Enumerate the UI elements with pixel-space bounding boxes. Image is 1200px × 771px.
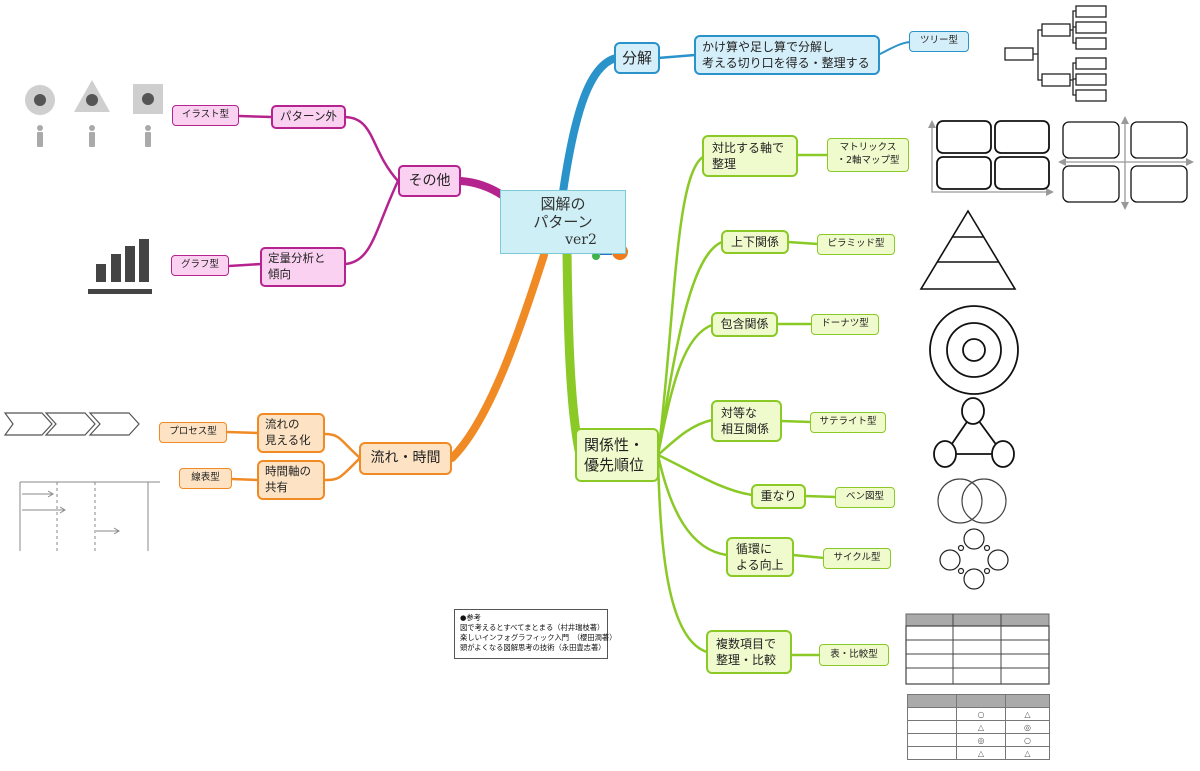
branch-sonota — [457, 177, 506, 199]
venn-illustration — [937, 478, 1007, 524]
table-row: ○△ — [907, 707, 1050, 721]
node-bunkai-child[interactable]: かけ算や足し算で分解し 考える切り口を得る・整理する — [694, 35, 880, 75]
branch-nagare — [448, 251, 548, 462]
tree-diagram-illustration — [1004, 5, 1107, 102]
node-tree-type[interactable]: ツリー型 — [909, 31, 969, 52]
node-sonota-item-0[interactable]: パターン外 — [271, 105, 346, 129]
center-version: ver2 — [565, 232, 597, 248]
process-arrows-illustration — [3, 412, 140, 436]
node-nagare-item-1[interactable]: 時間軸の 共有 — [257, 460, 325, 500]
node-kankei-item-6[interactable]: 複数項目で 整理・比較 — [706, 630, 792, 674]
reference-line-3: 頭がよくなる図解思考の技術（永田豊志著） — [460, 643, 606, 653]
timeline-chart-illustration — [19, 481, 160, 551]
node-sonota[interactable]: その他 — [398, 165, 461, 197]
matrix-illustration-2 — [1058, 116, 1194, 210]
node-kankei-item-4[interactable]: 重なり — [751, 484, 806, 509]
center-title-line2: パターン — [533, 213, 593, 232]
center-title-line1: 図解の — [540, 194, 586, 213]
node-cycle-type[interactable]: サイクル型 — [823, 548, 891, 569]
node-satellite-type[interactable]: サテライト型 — [810, 412, 886, 433]
table-row: ◎○ — [907, 733, 1050, 747]
reference-line-2: 楽しいインフォグラフィック入門 （櫻田潤著） — [460, 633, 617, 643]
reference-heading: ●参考 — [460, 613, 481, 622]
node-illust-type[interactable]: イラスト型 — [172, 105, 239, 126]
comparison-table-illustration: ○△ △◎ ◎○ △△ — [907, 694, 1050, 760]
branch-bunkai — [559, 54, 620, 196]
node-matrix-type[interactable]: マトリックス ・2軸マップ型 — [827, 138, 909, 172]
node-kankei-item-5[interactable]: 循環に よる向上 — [726, 537, 794, 577]
node-donut-type[interactable]: ドーナツ型 — [811, 314, 879, 335]
bar-chart-icon — [88, 239, 152, 294]
reference-line-1: 図で考えるとすべてまとまる（村井瑞枝著） — [460, 623, 605, 633]
satellite-illustration — [933, 397, 1015, 468]
node-kankei-item-1[interactable]: 上下関係 — [721, 230, 789, 254]
table-illustration-1 — [905, 613, 1050, 685]
center-node[interactable]: 図解の パターン ver2 — [500, 190, 626, 254]
node-kankei-item-2[interactable]: 包含関係 — [711, 312, 778, 337]
node-sonota-item-1[interactable]: 定量分析と 傾向 — [260, 247, 346, 287]
node-bunkai[interactable]: 分解 — [614, 42, 660, 74]
cycle-illustration — [939, 528, 1009, 590]
node-table-type[interactable]: 表・比較型 — [819, 644, 889, 666]
matrix-illustration-1 — [928, 120, 1054, 196]
node-nagare[interactable]: 流れ・時間 — [359, 442, 452, 475]
node-graph-type[interactable]: グラフ型 — [171, 255, 229, 276]
table-row: △△ — [907, 746, 1050, 760]
node-venn-type[interactable]: ベン図型 — [835, 487, 895, 508]
node-kankei[interactable]: 関係性・ 優先順位 — [575, 428, 659, 482]
node-pyramid-type[interactable]: ピラミッド型 — [817, 234, 895, 255]
table-row: △◎ — [907, 720, 1050, 734]
donut-illustration — [929, 305, 1019, 395]
node-nagare-item-0[interactable]: 流れの 見える化 — [257, 413, 325, 453]
illustration-icons — [25, 80, 163, 147]
node-kankei-item-0[interactable]: 対比する軸で 整理 — [702, 135, 798, 177]
node-timeline-type[interactable]: 線表型 — [179, 468, 232, 489]
table-header-row — [907, 694, 1050, 708]
node-kankei-item-3[interactable]: 対等な 相互関係 — [711, 400, 782, 442]
pyramid-illustration — [919, 209, 1017, 290]
node-process-type[interactable]: プロセス型 — [159, 422, 227, 443]
reference-box: ●参考 図で考えるとすべてまとまる（村井瑞枝著） 楽しいインフォグラフィック入門… — [454, 609, 617, 659]
branch-kankei — [562, 247, 585, 460]
